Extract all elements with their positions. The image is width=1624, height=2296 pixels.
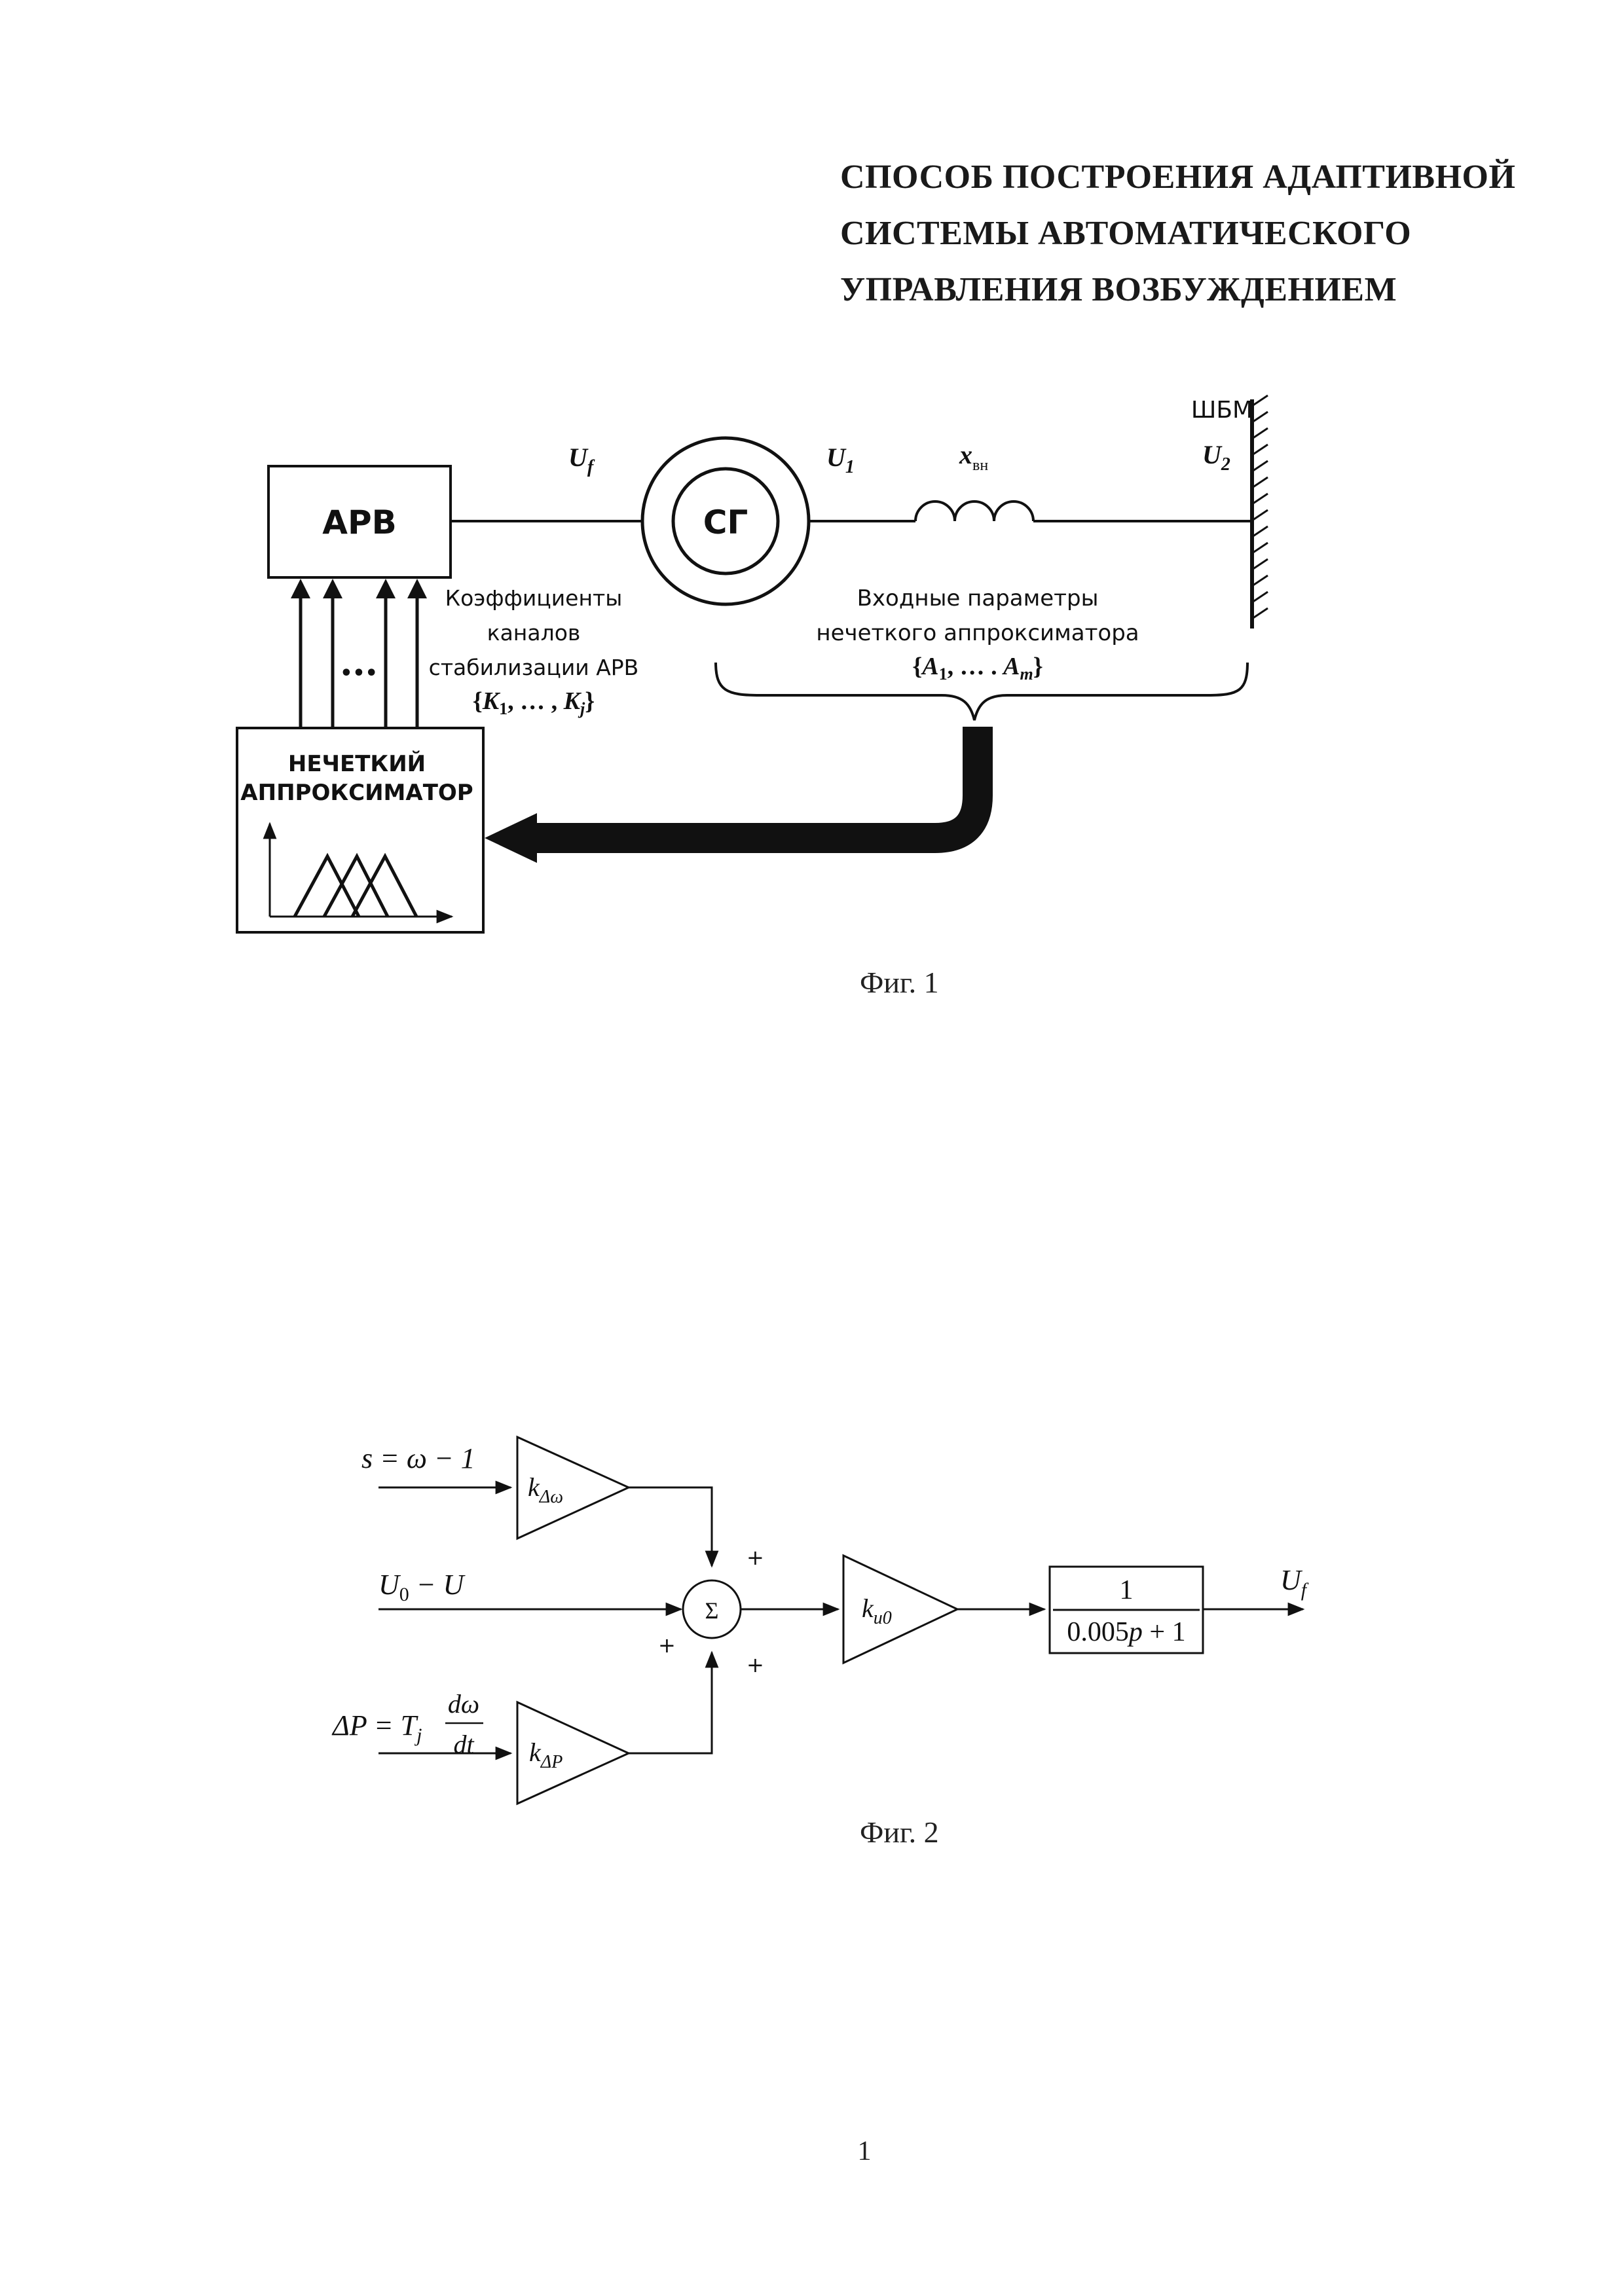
power-deriv-denominator: dt [453,1730,474,1759]
coefficient-arrows [299,589,419,728]
infinite-bus-symbol [1250,394,1268,629]
feedback-arrowhead [485,813,537,863]
reactance-label: xвн [959,440,988,474]
inductor-symbol [914,500,1035,522]
fuzzy-approximator-block: НЕЧЕТКИЙ АППРОКСИМАТОР [236,727,485,934]
bus-label: ШБМ [1191,397,1253,424]
arv-label: АРВ [322,503,396,541]
gain-power-label: kΔP [529,1738,563,1772]
gain3-to-sum [629,1650,719,1755]
coef-line-1: Коэффициенты [445,585,623,611]
coef-set: {K1, … , Kj} [473,687,595,718]
figure-2-caption: Фиг. 2 [860,1815,939,1849]
title-line-2: СИСТЕМЫ АВТОМАТИЧЕСКОГО [840,215,1412,252]
input-parameters-annotation: Входные параметры нечеткого аппроксимато… [816,585,1139,683]
coefficients-annotation: Коэффициенты каналов стабилизации АРВ {K… [429,585,639,718]
generator-symbol: СГ [640,436,811,606]
power-deriv-numerator: dω [448,1689,479,1719]
gain-voltage-label: ku0 [862,1594,892,1628]
feedback-arrow [530,727,993,853]
sum-symbol: Σ [705,1597,719,1624]
membership-functions [293,852,418,918]
input-voltage-deviation: U0 − U [378,1569,466,1605]
plus-bottom: + [747,1652,764,1677]
gain1-to-sum [629,1486,719,1568]
title-line-3: УПРАВЛЕНИЯ ВОЗБУЖДЕНИЕМ [840,271,1397,308]
arv-block: АРВ [267,465,452,579]
u2-label: U2 [1202,440,1230,475]
gain-speed-label: kΔω [528,1472,563,1507]
tf-denominator: 0.005p + 1 [1067,1617,1185,1647]
fuzzy-label-1: НЕЧЕТКИЙ [288,750,426,777]
plus-top: + [747,1545,764,1570]
gain-power-block [516,1700,631,1806]
uf-label-fig1: Uf [568,443,595,477]
page-number: 1 [857,2136,872,2166]
fuzzy-label-2: АППРОКСИМАТОР [240,780,473,806]
input-line-2: нечеткого аппроксиматора [816,620,1139,646]
coef-line-2: каналов [487,620,581,646]
plus-left: + [658,1633,676,1658]
coef-line-3: стабилизации АРВ [429,655,639,680]
generator-label: СГ [703,503,748,541]
tf-numerator: 1 [1120,1575,1134,1605]
document-title: СПОСОБ ПОСТРОЕНИЯ АДАПТИВНОЙ СИСТЕМЫ АВТ… [840,149,1593,318]
coefficient-arrowheads [291,579,427,598]
figure-1: АРВ Uf СГ U1 [236,394,1268,934]
dots-symbol: ••• [340,662,378,685]
input-set: {A1, … . Am} [912,653,1043,683]
input-speed-deviation: s = ω − 1 [361,1442,475,1474]
input-line-1: Входные параметры [857,585,1099,611]
gain-speed-block [516,1435,631,1540]
output-label: Uf [1280,1564,1309,1601]
title-line-1: СПОСОБ ПОСТРОЕНИЯ АДАПТИВНОЙ [840,158,1516,196]
curly-brace [714,662,1249,721]
u1-label: U1 [826,443,855,477]
input-power-deviation: ΔP = Tj [331,1709,422,1746]
figure-2: s = ω − 1 kΔω U0 − U Σ + + + ΔP = Tj [331,1435,1309,1806]
gain-voltage-block [842,1554,960,1665]
figure-1-caption: Фиг. 1 [860,966,939,999]
